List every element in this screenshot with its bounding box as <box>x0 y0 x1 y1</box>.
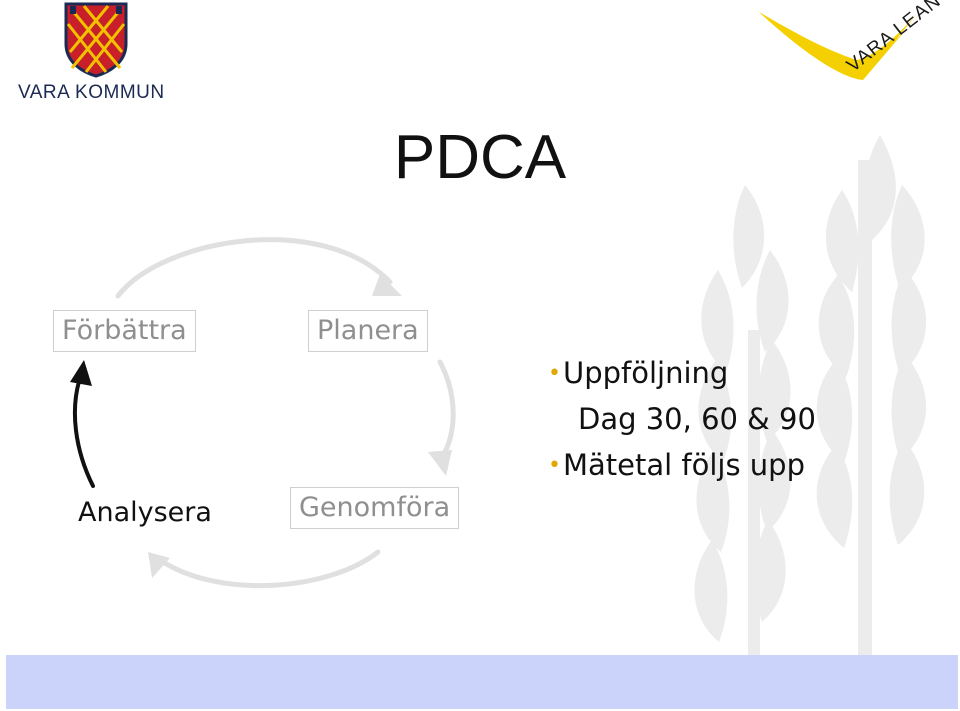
bullet-item: •Uppföljning <box>548 350 816 396</box>
yellow-wedge-icon <box>759 12 921 80</box>
cycle-step-analysera: Analysera <box>78 497 212 528</box>
cycle-step-forbattra: Förbättra <box>53 310 196 352</box>
cycle-step-genomfora: Genomföra <box>290 487 460 529</box>
arrow-top-curve <box>115 237 393 299</box>
footer-bar <box>6 655 958 709</box>
bullet-text: Mätetal följs upp <box>562 448 805 482</box>
vara-lean-logo: VARA LEAN <box>745 0 960 115</box>
arrowhead-top <box>372 274 402 296</box>
arrowhead-left-black <box>70 360 92 386</box>
bullet-subitem: Dag 30, 60 & 90 <box>578 402 816 436</box>
arrowhead-right <box>428 450 452 476</box>
coat-of-arms-shield-icon <box>64 2 128 78</box>
bullet-list: •Uppföljning Dag 30, 60 & 90 •Mätetal fö… <box>548 350 816 488</box>
logo-wordmark: VARA KOMMUN <box>18 82 165 103</box>
bullet-dot-icon: • <box>548 453 561 478</box>
vara-kommun-logo: VARA KOMMUN <box>0 0 200 110</box>
slide-title: PDCA <box>393 123 567 192</box>
bullet-dot-icon: • <box>548 361 561 386</box>
bullet-item: •Mätetal följs upp <box>548 442 816 488</box>
arrow-bottom-curve <box>157 549 381 589</box>
arrow-left-black <box>72 376 95 488</box>
arrow-right-curve <box>437 359 456 463</box>
bullet-text: Uppföljning <box>562 356 729 390</box>
cycle-step-planera: Planera <box>308 310 428 352</box>
arrowhead-bottom <box>148 552 170 578</box>
